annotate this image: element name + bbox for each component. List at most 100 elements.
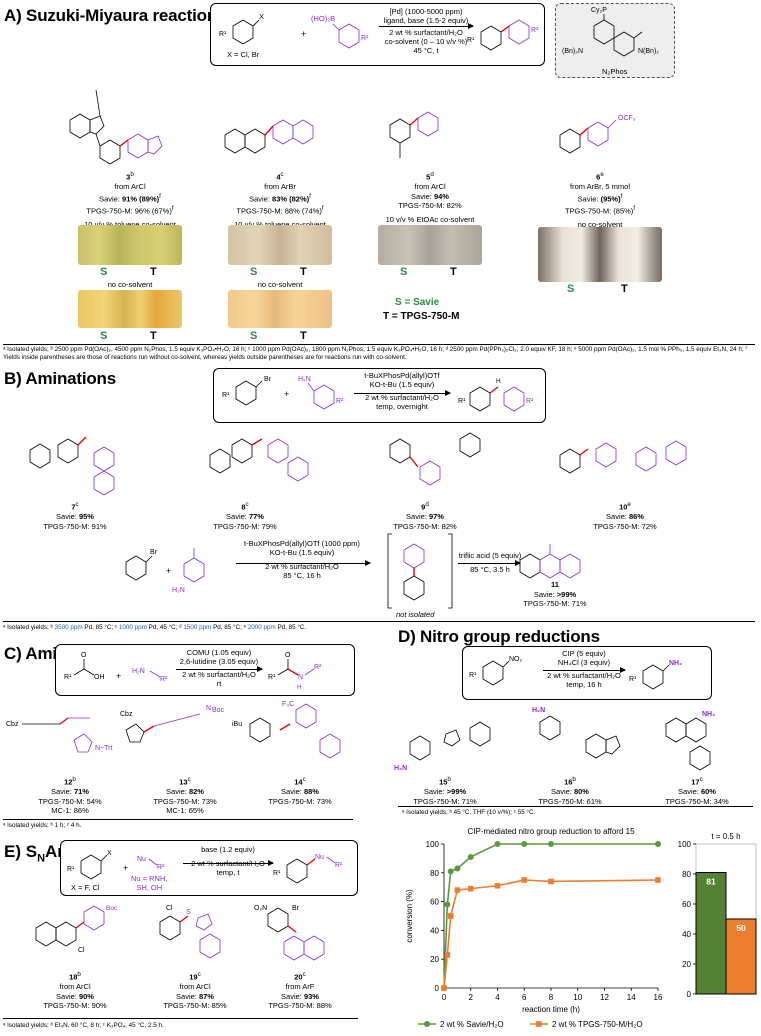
- amide-reaction-arrow: [176, 666, 263, 672]
- svg-text:H: H: [297, 685, 301, 691]
- compound-footnote-marker: b: [72, 776, 76, 783]
- mc1-yield: MC-1: 86%: [51, 806, 89, 815]
- vial-label-t: T: [150, 266, 157, 278]
- nitro-scheme-structures: NO₂ R¹ NH₂ R¹: [469, 656, 682, 690]
- footnote-loading: 2000 ppm: [247, 624, 276, 631]
- compound-source: from ArBr, 5 mmol: [569, 182, 630, 191]
- savie-label: Savie:: [281, 991, 304, 1001]
- vial-label-s: S: [250, 330, 258, 342]
- vial-label-t: T: [300, 266, 307, 278]
- vial-photo-3-cosolvent: [78, 225, 182, 265]
- compound-number: 12: [64, 777, 73, 787]
- tpgs-yield: TPGS-750-M: 90%: [43, 1001, 107, 1010]
- compound-source: from ArCl: [114, 182, 146, 191]
- compound-footnote-marker: f: [620, 192, 623, 200]
- compound-footnote-marker: c: [187, 776, 191, 783]
- section-a-divider: [3, 344, 755, 345]
- tandem-step1-conditions: t-BuXPhosPd(allyl)OTf (1000 ppm) KO-t-Bu…: [232, 539, 372, 580]
- savie-yield: 60%: [700, 787, 716, 796]
- savie-label: Savie:: [51, 787, 74, 796]
- flask-label-s: S: [567, 283, 575, 295]
- compound-number: 8: [241, 502, 246, 512]
- compound-number: 10: [619, 502, 628, 512]
- tandem-condition-line: 85 °C, 16 h: [283, 571, 321, 580]
- snar-conditions: base (1.2 equiv) 2 wt % surfactant/H₂O t…: [179, 845, 277, 877]
- vial-photo-4-no-cosolvent: [228, 290, 332, 328]
- svg-text:Boc: Boc: [212, 707, 225, 714]
- tandem-condition-line: t-BuXPhosPd(allyl)OTf (1000 ppm): [244, 539, 360, 548]
- savie-yield: 87%: [198, 991, 214, 1001]
- legend-tpgs-label: 2 wt % TPGS-750-M/H₂O: [552, 1020, 643, 1029]
- compound-footnote-marker: f: [171, 204, 174, 212]
- suzuki-condition-line: co-solvent (0 – 10 v/v %): [384, 37, 468, 46]
- compound-18-data: 18b from ArCl Savie: 90% TPGS-750-M: 90%: [30, 970, 120, 1011]
- svg-text:O: O: [285, 652, 291, 659]
- compound-footnote-marker: f: [159, 192, 161, 200]
- section-d-title: D) Nitro group reductions: [398, 627, 600, 646]
- suzuki-conditions: [Pd] (1000-5000 ppm) ligand, base (1.5-2…: [376, 7, 476, 55]
- boronic-acid-label: (HO)₂B: [311, 14, 336, 23]
- tpgs-yield: TPGS-750-M: 73%: [268, 796, 332, 806]
- savie-yield: >99%: [556, 589, 577, 599]
- x-tick-label: 2: [469, 993, 474, 1002]
- compound-number: 6: [596, 172, 601, 182]
- svg-text:+: +: [123, 863, 128, 873]
- amination-scheme-box: Br R¹ + H₂N R² H R¹ R² t-BuXPhosPd(allyl…: [213, 368, 546, 423]
- flask-label-t: T: [621, 283, 628, 295]
- tpgs-data-point: [447, 913, 454, 919]
- savie-yield: 95%: [78, 512, 94, 521]
- vial-label-t: T: [150, 330, 157, 342]
- compound-footnote-marker: c: [75, 501, 79, 508]
- svg-text:R¹: R¹: [219, 31, 227, 38]
- savie-yield: 90%: [78, 991, 94, 1001]
- y-tick-label: 40: [430, 926, 439, 935]
- compound-footnote-marker: f: [321, 204, 324, 212]
- tandem-condition-line: 2 wt % surfactant/H₂O: [265, 562, 339, 571]
- series-line-1: [443, 879, 659, 989]
- suzuki-reaction-arrow: [379, 23, 474, 29]
- compound-footnote-marker: b: [572, 776, 576, 783]
- compound-11-data: 11 Savie: >99% TPGS-750-M: 71%: [510, 580, 600, 609]
- vial-label-t: T: [300, 330, 307, 342]
- ligand-nbn2-left: (Bn)₂N: [562, 48, 583, 55]
- footnote-text: Pd, 85 °C; ᵉ: [211, 624, 248, 631]
- section-b-title: B) Aminations: [4, 369, 116, 388]
- amide-condition-line: 2 wt % surfactant/H₂O: [182, 670, 256, 679]
- compound-number: 19: [189, 972, 198, 982]
- snar-nu-line: Nu = RNH,: [131, 874, 168, 883]
- snar-scheme-structures: X R¹ + Nu R² Nu R² R¹: [67, 850, 343, 884]
- compound-number: 3: [126, 172, 131, 182]
- cosolvent-note: 10 v/v % toluene co-solvent: [234, 219, 326, 229]
- amination-compound-structures: [29, 432, 687, 496]
- x-axis-label: reaction time (h): [522, 1005, 580, 1014]
- savie-label: Savie:: [166, 787, 189, 796]
- tpgs-data-point: [467, 885, 474, 892]
- footnote-loading: 1000 ppm: [118, 624, 147, 631]
- svg-text:F₃C: F₃C: [282, 701, 294, 708]
- suzuki-scheme-structures: R¹ + R² R¹ R²: [219, 19, 539, 51]
- tpgs-data-point: [444, 952, 451, 958]
- legend-savie-label: 2 wt % Savie/H₂O: [440, 1020, 504, 1029]
- tandem-step2-conditions: triflic acid (5 equiv) 85 °C, 3.5 h: [455, 551, 525, 574]
- vial-label-t: T: [450, 266, 457, 278]
- amination-scheme-structures: Br R¹ + H₂N R² H R¹ R²: [222, 376, 534, 412]
- amination-reaction-arrow: [354, 390, 451, 396]
- ligand-nbn2-right: N(Bn)₂: [638, 48, 659, 55]
- savie-label: Savie:: [411, 191, 434, 201]
- vial-label-s: S: [250, 266, 258, 278]
- svg-text:N−Trt: N−Trt: [95, 745, 112, 752]
- savie-yield: >99%: [446, 787, 467, 796]
- snar-reaction-arrow: [183, 860, 274, 866]
- compound-footnote-marker: c: [302, 971, 306, 978]
- tpgs-yield: TPGS-750-M: 82%: [393, 521, 457, 531]
- tpgs-yield: TPGS-750-M: 34%: [665, 796, 729, 806]
- compound-8-data: 8c Savie: 77% TPGS-750-M: 79%: [190, 500, 300, 531]
- amination-condition-line: t-BuXPhosPd(allyl)OTf: [364, 371, 440, 380]
- no-cosolvent-note-4: no co-solvent: [257, 280, 303, 289]
- svg-text:N: N: [206, 705, 211, 712]
- vial-photo-4-cosolvent: [228, 225, 332, 265]
- tpgs-yield: TPGS-750-M: 71%: [523, 599, 587, 608]
- savie-label: Savie:: [533, 589, 557, 599]
- x-tick-label: 16: [654, 993, 663, 1002]
- nitro-footnote: ᵃ Isolated yields; ᵇ 45 °C, THF (10 v/%)…: [402, 809, 536, 816]
